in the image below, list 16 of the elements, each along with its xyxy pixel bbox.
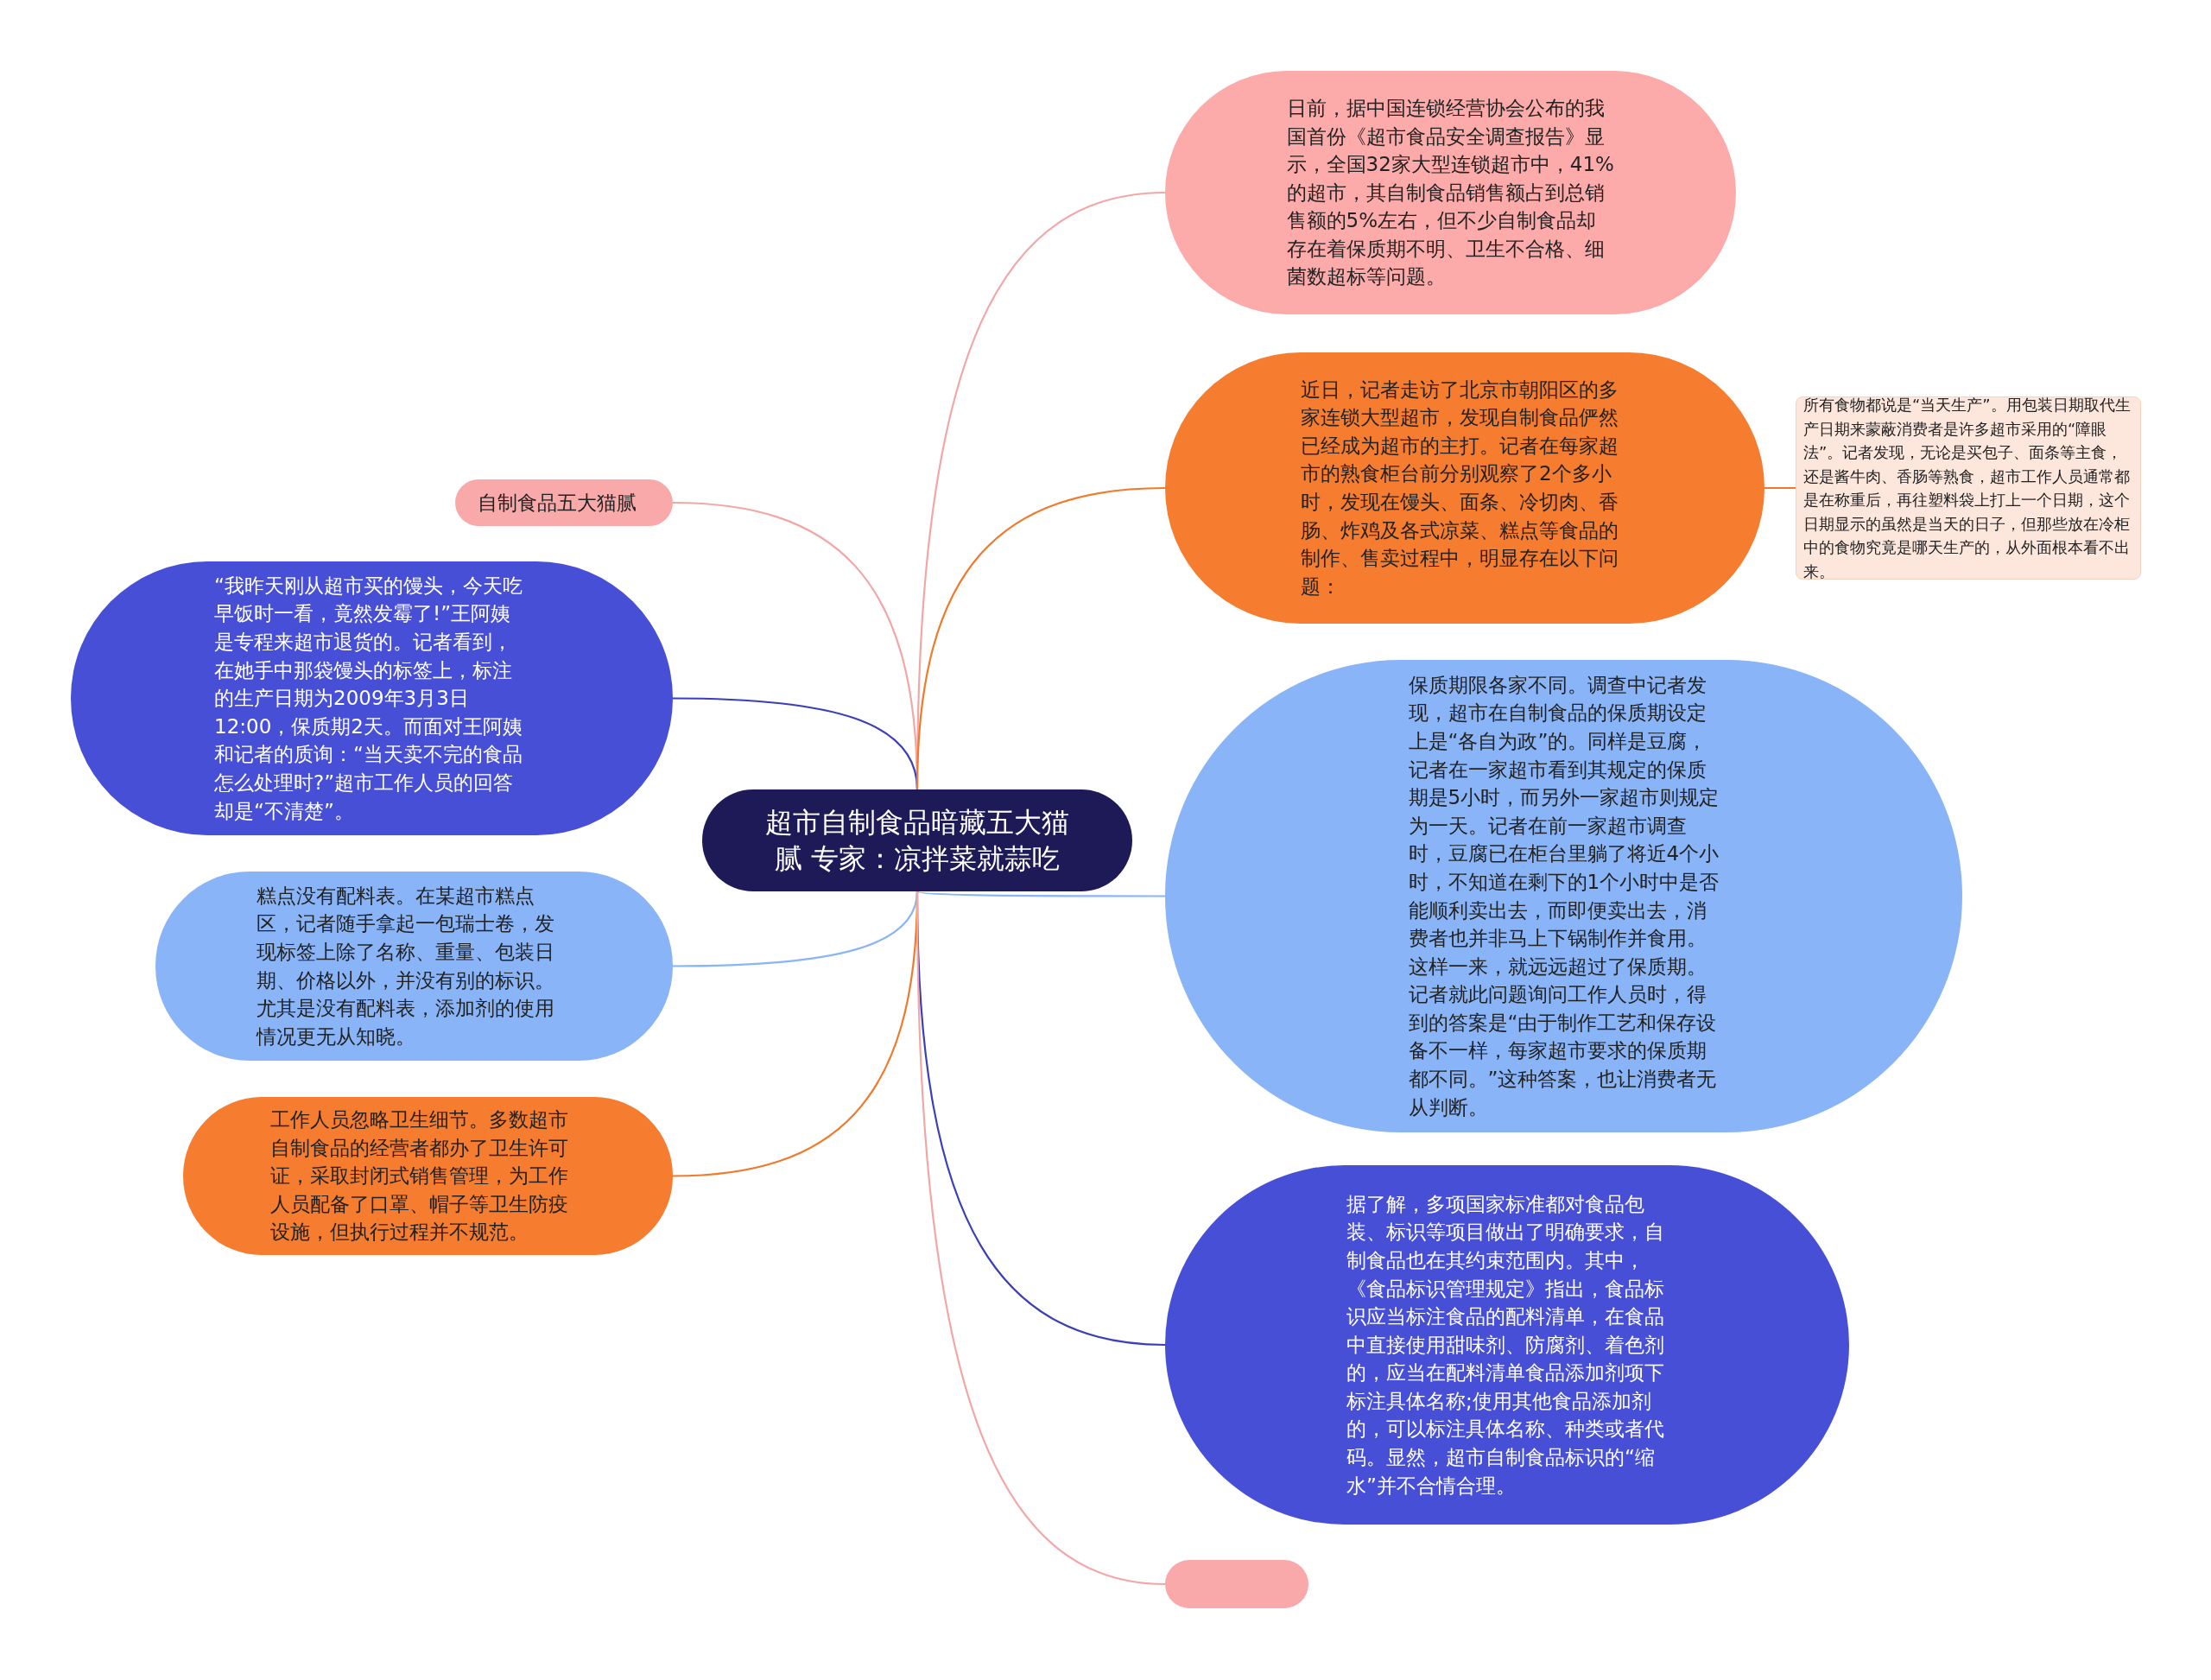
connector-line xyxy=(915,486,1166,790)
topic-title: 超市自制食品暗藏五大猫腻 专家：凉拌菜就蒜吃 xyxy=(764,805,1070,877)
topic-pill xyxy=(455,479,673,526)
topic-text: 日前，据中国连锁经营协会公布的我国首份《超市食品安全调查报告》显示，全国32家大型连锁超市中，41%的超市，其自制食品销售额占到总销售额的5%左右，但不少自制食品却存在着保质期不明、卫生不合格、细菌数超标等问题。 xyxy=(1286,95,1615,290)
topic-text: 糕点没有配料表。在某超市糕点区，记者随手拿起一包瑞士卷，发现标签上除了名称、重量、包装日期、价格以外，并没有别的标识。尤其是没有配料表，添加剂的使用情况更无从知晓。 xyxy=(257,883,555,1049)
connector-line xyxy=(915,891,1166,1586)
topic-text: 据了解，多项国家标准都对食品包装、标识等项目做出了明确要求，自制食品也在其约束范围内。其中，《食品标识管理规定》指出，食品标识应当标注食品的配料清单，在食品中直接使用甜味剂、防腐剂、着色剂的，应当在配料清单食品添加剂项下标注具体名称;使用其他食品添加剂的，可以标注具体名称、种类或者代码。显然，超市自制食品标识的“缩水”并不合情合理。 xyxy=(1346,1191,1665,1499)
topic-text: 近日，记者走访了北京市朝阳区的多家连锁大型超市，发现自制食品俨然已经成为超市的主打。记者在每家超市的熟食柜台前分别观察了2个多小时，发现在馒头、面条、冷切肉、香肠、炸鸡及各式凉菜、糕点等食品的制作、售卖过程中，明显存在以下问题： xyxy=(1301,377,1619,599)
topic-text: 保质期限各家不同。调查中记者发现，超市在自制食品的保质期设定上是“各自为政”的。同样是豆腐，记者在一家超市看到其规定的保质期是5小时，而另外一家超市则规定为一天。记者在前一家超市调查时，豆腐已在柜台里躺了将近4个小时，不知道在剩下的1个小时中是否能顺利卖出去，而即便卖出去，消费者也并非马上下锅制作并食用。这样一来，就远远超过了保质期。记者就此问题询问工作人员时，得到的答案是“由于制作工艺和保存设备不一样，每家超市要求的保质期都不同。”这种答案，也让消费者无从判断。 xyxy=(1408,672,1720,1120)
topic-text: “我昨天刚从超市买的馒头，今天吃早饭时一看，竟然发霉了!”王阿姨是专程来超市退货的。记者看到，在她手中那袋馒头的标签上，标注的生产日期为2009年3月3日12:00，保质期2天。而面对王阿姨和记者的质询：“当天卖不完的食品怎么处理时?”超市工作人员的回答却是“不清楚”。 xyxy=(214,573,523,824)
connector-line xyxy=(916,890,1165,897)
topic-text: 自制食品五大猫腻 xyxy=(478,491,637,516)
topic-text: 所有食物都说是“当天生产”。用包装日期取代生产日期来蒙蔽消费者是许多超市采用的“障眼法”。记者发现，无论是买包子、面条等主食，还是酱牛肉、香肠等熟食，超市工作人员通常都是在称重后，再往塑料袋上打上一个日期，这个日期显示的虽然是当天的日子，但那些放在冷柜中的食物究竟是哪天生产的，从外面根本看不出来。 xyxy=(1803,395,2132,582)
topic-text: 工作人员忽略卫生细节。多数超市自制食品的经营者都办了卫生许可证，采取封闭式销售管理，为工作人员配备了口罩、帽子等卫生防疫设施，但执行过程并不规范。 xyxy=(270,1107,569,1246)
connector-line xyxy=(1764,486,1796,490)
source-tag xyxy=(1165,1560,1308,1608)
